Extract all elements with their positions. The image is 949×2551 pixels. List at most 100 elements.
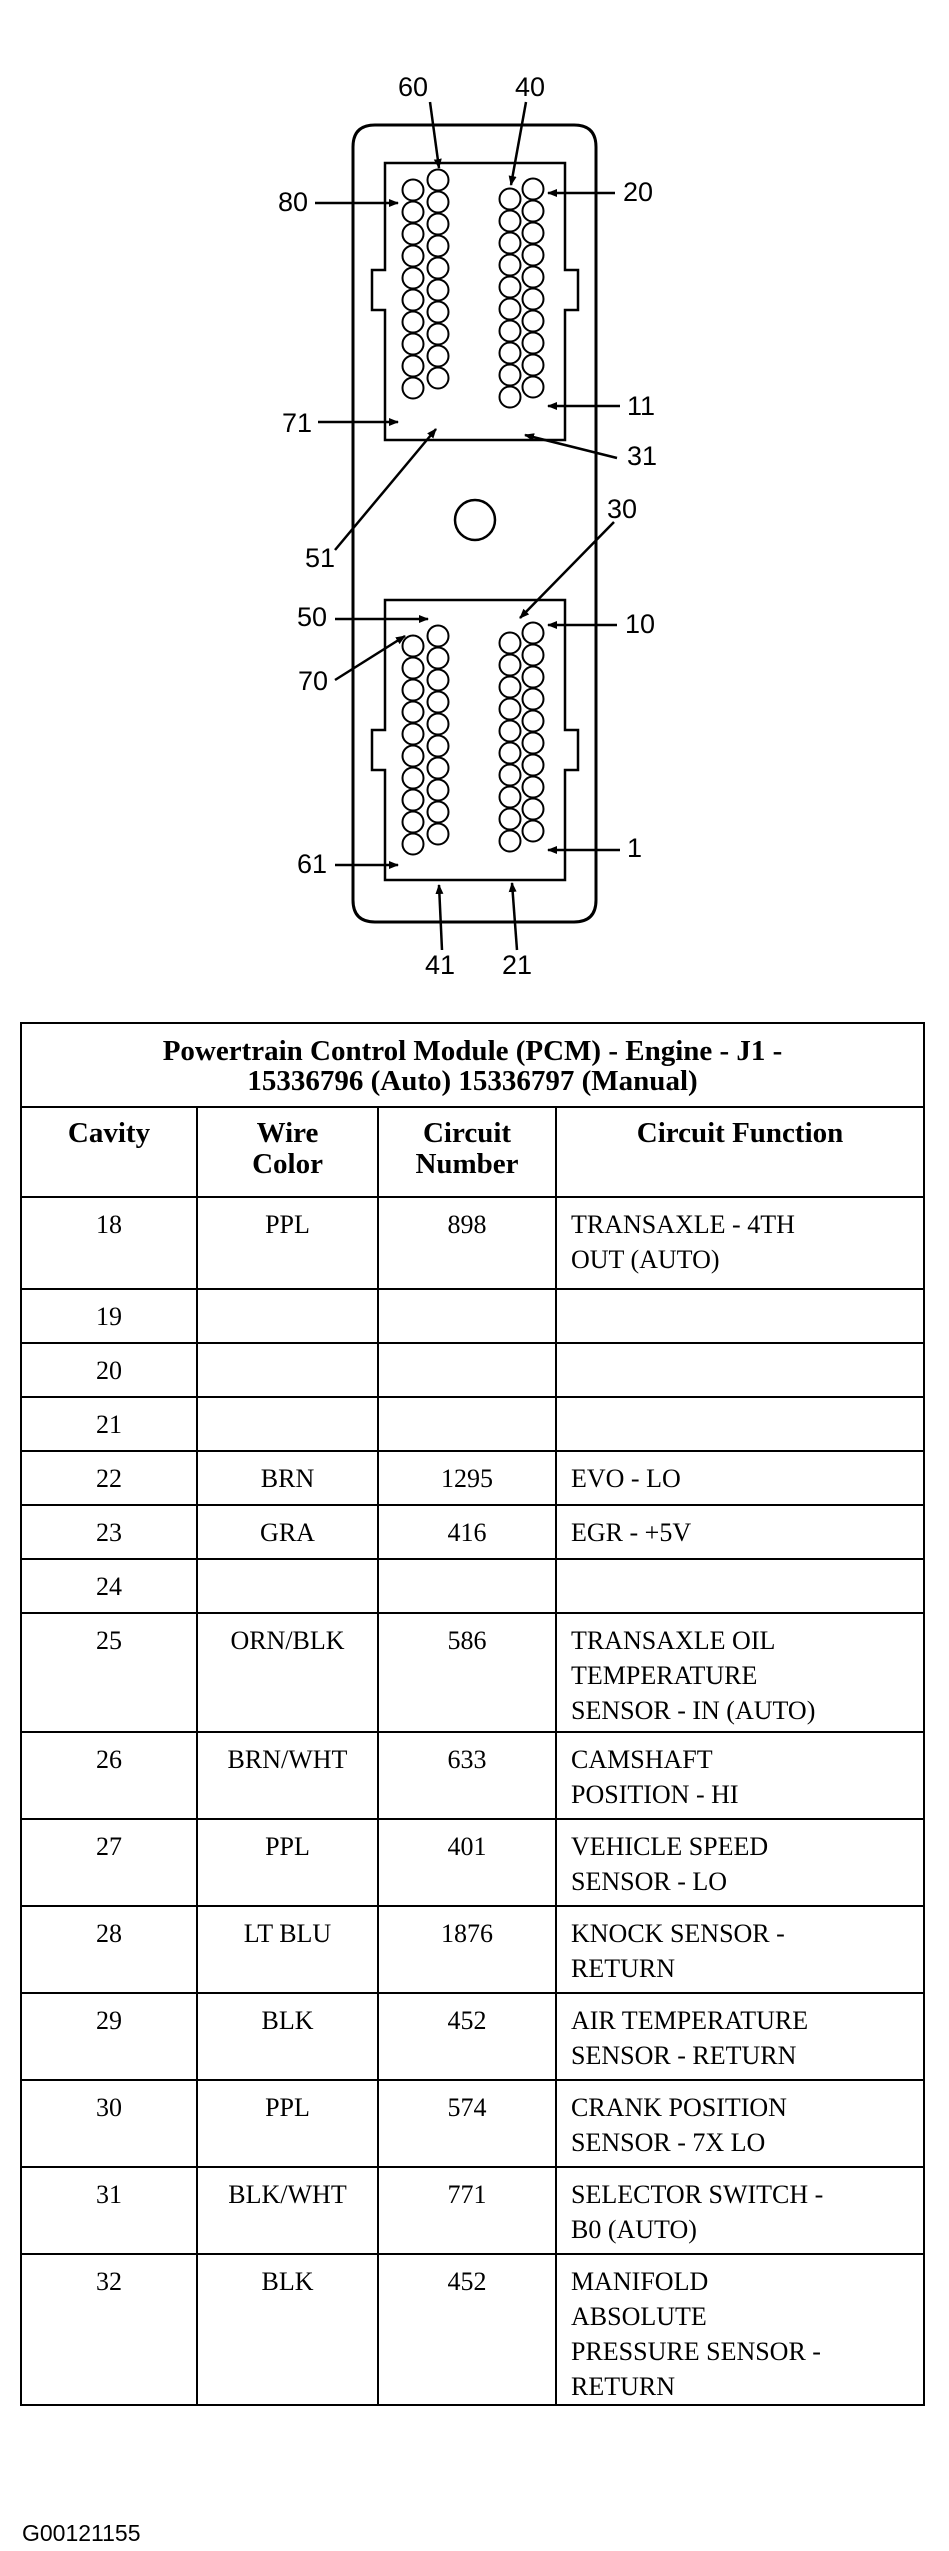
wire-color-cell [196, 1288, 379, 1344]
circuit-function-cell [554, 1558, 926, 1614]
cavity-cell: 29 [20, 1992, 198, 2081]
wire-color-cell: LT BLU [196, 1905, 379, 1994]
table-title-line-2: 15336796 (Auto) 15336797 (Manual) [247, 1065, 698, 1097]
table-row: 24 [20, 1558, 926, 1614]
circuit-function-cell: CAMSHAFT POSITION - HI [554, 1731, 926, 1820]
wire-color-cell [196, 1558, 379, 1614]
pin-cavity [498, 319, 522, 343]
cavity-cell: 20 [20, 1342, 198, 1398]
leader-line [334, 428, 437, 551]
figure-code: G00121155 [22, 2520, 141, 2546]
circuit-number-cell [377, 1396, 557, 1452]
pin-cavity [426, 366, 450, 390]
pin-cavity [426, 734, 450, 758]
leader-line [428, 101, 442, 169]
pin-cavity [401, 634, 425, 658]
circuit-number-cell: 586 [377, 1612, 557, 1733]
pin-cavity [401, 354, 425, 378]
leader-line [334, 634, 406, 682]
pin-cavity [498, 741, 522, 765]
pin-label-71: 71 [282, 408, 312, 438]
pin-cavity [426, 690, 450, 714]
pin-cavity [521, 687, 545, 711]
circuit-number-cell: 452 [377, 2253, 557, 2406]
pin-cavity [521, 243, 545, 267]
pin-cavity [498, 253, 522, 277]
pin-cavity [426, 212, 450, 236]
pin-cavity [401, 656, 425, 680]
pin-cavity [426, 344, 450, 368]
pin-cavity [426, 756, 450, 780]
pin-cavity [401, 722, 425, 746]
pin-label-51: 51 [305, 543, 335, 573]
circuit-number-cell: 771 [377, 2166, 557, 2255]
wire-color-cell: BRN/WHT [196, 1731, 379, 1820]
table-title-row: Powertrain Control Module (PCM) - Engine… [19, 1022, 926, 1108]
pin-cavity [401, 244, 425, 268]
pin-cavity [498, 763, 522, 787]
circuit-function-cell: VEHICLE SPEED SENSOR - LO [554, 1818, 926, 1907]
wire-color-cell: BRN [196, 1450, 379, 1506]
circuit-number-cell: 898 [377, 1196, 557, 1290]
pin-cavity [498, 631, 522, 655]
pin-cavity [521, 753, 545, 777]
cavity-cell: 21 [20, 1396, 198, 1452]
lower-cavity-housing [370, 598, 580, 882]
pin-label-30: 30 [607, 494, 637, 524]
pin-cavity [401, 766, 425, 790]
pin-cavity [521, 709, 545, 733]
pin-cavity [426, 322, 450, 346]
cavity-cell: 24 [20, 1558, 198, 1614]
pin-cavity [426, 168, 450, 192]
pin-cavity [498, 785, 522, 809]
pin-cavity [426, 256, 450, 280]
circuit-number-cell: 633 [377, 1731, 557, 1820]
pin-cavity [521, 375, 545, 399]
circuit-number-cell: 1876 [377, 1905, 557, 1994]
pin-cavity [426, 800, 450, 824]
wire-color-cell: GRA [196, 1504, 379, 1560]
pin-cavity [521, 797, 545, 821]
pin-label-10: 10 [625, 609, 655, 639]
pin-cavity [521, 265, 545, 289]
table-header-row: Cavity Wire Color Circuit Number Circuit… [20, 1106, 926, 1198]
pin-leader-lines [315, 101, 620, 951]
table-title: Powertrain Control Module (PCM) - Engine… [19, 1022, 926, 1108]
circuit-function-cell [554, 1342, 926, 1398]
leader-line [508, 882, 519, 951]
pin-cavity [498, 675, 522, 699]
cavity-cell: 32 [20, 2253, 198, 2406]
wire-color-cell: PPL [196, 1818, 379, 1907]
pin-cavity [401, 744, 425, 768]
circuit-function-cell: CRANK POSITION SENSOR - 7X LO [554, 2079, 926, 2168]
pin-cavity [426, 300, 450, 324]
cavity-cell: 28 [20, 1905, 198, 1994]
pin-cavity [521, 775, 545, 799]
pin-cavity [498, 829, 522, 853]
circuit-function-cell: MANIFOLD ABSOLUTE PRESSURE SENSOR - RETU… [554, 2253, 926, 2406]
pin-cavity [426, 624, 450, 648]
pin-cavity [401, 200, 425, 224]
pin-label-40: 40 [515, 72, 545, 102]
circuit-number-cell: 401 [377, 1818, 557, 1907]
cavity-cell: 31 [20, 2166, 198, 2255]
pin-cavity [498, 363, 522, 387]
leader-line [508, 101, 528, 186]
pin-cavity [401, 178, 425, 202]
wire-color-cell: ORN/BLK [196, 1612, 379, 1733]
pin-cavity [521, 819, 545, 843]
circuit-function-cell: EVO - LO [554, 1450, 926, 1506]
wire-color-cell: PPL [196, 1196, 379, 1290]
circuit-number-cell [377, 1288, 557, 1344]
connector-body [351, 123, 598, 924]
pin-cavity [521, 221, 545, 245]
pin-cavity [498, 719, 522, 743]
mounting-hole [453, 498, 497, 542]
pin-cavity [401, 288, 425, 312]
leader-line [435, 884, 444, 951]
